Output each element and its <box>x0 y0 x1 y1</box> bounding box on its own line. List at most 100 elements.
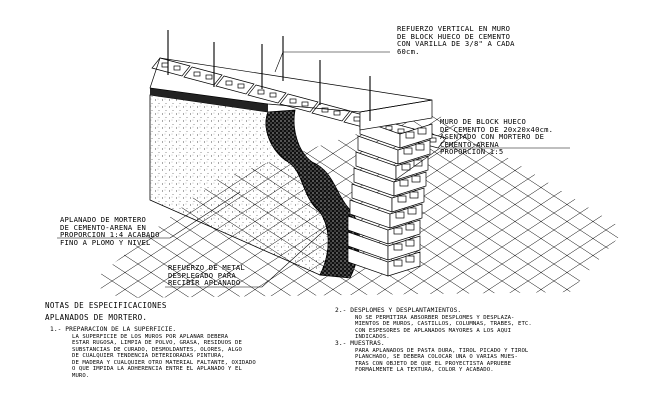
block-cell <box>397 195 407 203</box>
wall-top-surface <box>149 57 433 113</box>
block-cell <box>413 159 423 167</box>
note-line: O QUE IMPIDA LA ADHERENCIA ENTRE EL APLA… <box>72 366 242 373</box>
grid-line <box>90 110 425 298</box>
block-cell <box>205 74 213 80</box>
grid-line <box>345 110 625 298</box>
note-line: DE CUALQUIER TENDENCIA DETERIORADAS PINT… <box>72 353 225 360</box>
block-cell <box>321 107 329 113</box>
block-cell <box>405 239 415 247</box>
callout-line: CON VARILLA DE 3/8" A CADA <box>397 39 515 49</box>
leader-lines <box>57 51 570 288</box>
grid-line <box>90 110 451 298</box>
block-cell <box>237 83 245 89</box>
block-cell <box>393 227 403 235</box>
callout-line: CEMENTO-ARENA <box>440 139 499 149</box>
grid-line <box>605 110 625 298</box>
note-line: LA SUPERFICIE DE LOS MUROS POR APLANAR D… <box>72 334 229 340</box>
block-cell <box>173 65 181 71</box>
grid-line <box>0 60 60 400</box>
callout-line: RECIBIR APLANADO <box>168 278 241 288</box>
block-cell <box>393 243 403 251</box>
block-cell <box>415 143 425 151</box>
block-cell <box>411 175 421 183</box>
block-cell <box>393 259 403 267</box>
grid-line <box>0 60 34 400</box>
notes-subtitle: APLANADOS DE MORTERO. <box>45 313 148 322</box>
callout-refuerzo-vertical: REFUERZO VERTICAL EN MURO DE BLOCK HUECO… <box>397 25 515 55</box>
callout-line: ASENTADO CON MORTERO DE <box>440 132 545 142</box>
note-line: ESTAR RUGOSA, LIMPIA DE POLVO, GRASA, RE… <box>72 340 242 347</box>
block-cell <box>417 127 427 135</box>
grid-line <box>579 110 625 298</box>
note-item-1-body: LA SUPERFICIE DE LOS MUROS POR APLANAR D… <box>72 334 256 379</box>
block-cell <box>405 131 415 139</box>
callout-line: PROPORCION 1:4 ACABADO <box>60 230 160 240</box>
note-line: INDICADOS. <box>355 334 390 341</box>
callout-line: REFUERZO VERTICAL EN MURO <box>397 24 511 33</box>
grid-line <box>553 110 625 298</box>
callout-line: FINO A PLOMO Y NIVEL <box>60 237 151 247</box>
block-top <box>247 84 287 104</box>
block-cell <box>405 255 415 263</box>
block-cell <box>225 80 233 86</box>
block-cell <box>407 207 417 215</box>
block-cell <box>399 179 409 187</box>
note-item-3-body: PARA APLANADOS DE PASTA DURA, TIROL PICA… <box>355 348 528 374</box>
block-cell <box>301 101 309 107</box>
callout-line: PROPORCION 1:5 <box>440 147 504 157</box>
block-cell <box>403 147 413 155</box>
grid-line <box>605 110 625 298</box>
block-top <box>279 93 319 113</box>
callout-line: DE CEMENTO-ARENA EN <box>60 222 147 232</box>
block-cell <box>395 211 405 219</box>
note-line: PARA APLANADOS DE PASTA DURA, TIROL PICA… <box>355 348 529 354</box>
grid-line <box>527 110 625 298</box>
callout-aplanado: APLANADO DE MORTERO DE CEMENTO-ARENA EN … <box>60 216 160 246</box>
grid-line <box>553 110 625 298</box>
callout-line: REFUERZO DE METAL <box>168 263 245 272</box>
callout-line: APLANADO DE MORTERO <box>60 215 147 224</box>
block-top <box>215 75 255 95</box>
note-line: CON ESPESORES DE APLANADOS MAYORES A LOS… <box>355 327 512 334</box>
callout-refuerzo-metal: REFUERZO DE METAL DESPLEGADO PARA RECIBI… <box>168 264 245 287</box>
grid-line <box>0 60 60 400</box>
vertical-rebar <box>167 30 371 121</box>
grid-line <box>632 60 650 400</box>
note-line: MURO. <box>72 372 90 379</box>
block-cell <box>401 163 411 171</box>
block-top <box>183 66 223 86</box>
block-cell <box>289 98 297 104</box>
block-cell <box>257 89 265 95</box>
grid-line <box>0 60 34 400</box>
block-cell <box>161 62 169 68</box>
block-cell <box>333 110 341 116</box>
block-cell <box>353 116 361 122</box>
callout-line: DE BLOCK HUECO DE CEMENTO <box>397 31 511 41</box>
grid-line <box>0 60 8 400</box>
grid-line <box>90 110 477 298</box>
note-line: SUBSTANCIAS DE CURADO, DESMOLDANTES, OLO… <box>72 346 242 353</box>
grid-line <box>527 110 625 298</box>
note-item-3-heading: 3.- MUESTRAS. <box>335 340 385 347</box>
block-cell <box>269 92 277 98</box>
note-line: NO SE PERMITIRA ABSORBER DESPLOMES Y DES… <box>355 315 515 321</box>
block-cell <box>397 128 405 134</box>
block-cell <box>409 191 419 199</box>
note-line: TRAS CON OBJETO DE QUE EL PROYECTISTA AP… <box>355 360 512 367</box>
grid-line <box>632 60 650 400</box>
metal-lath-layer <box>265 109 360 279</box>
callout-line: DE CEMENTO DE 20x20x40cm. <box>440 124 554 134</box>
callout-muro-block: MURO DE BLOCK HUECO DE CEMENTO DE 20x20x… <box>440 118 553 156</box>
grid-line <box>579 110 625 298</box>
block-wall <box>149 57 447 277</box>
plaster-finish-layer <box>149 94 329 276</box>
callout-line: 60cm. <box>397 46 420 56</box>
grid-line <box>0 60 8 400</box>
notes-title: NOTAS DE ESPECIFICACIONES <box>45 301 167 310</box>
note-line: MIENTOS DE MUROS, CASTILLOS, COLUMNAS, T… <box>355 321 532 328</box>
plaster-top-edge <box>150 88 268 112</box>
block-cell <box>193 71 201 77</box>
note-item-1-heading: 1.- PREPARACION DE LA SUPERFICIE. <box>50 326 177 333</box>
block-top <box>311 102 351 122</box>
